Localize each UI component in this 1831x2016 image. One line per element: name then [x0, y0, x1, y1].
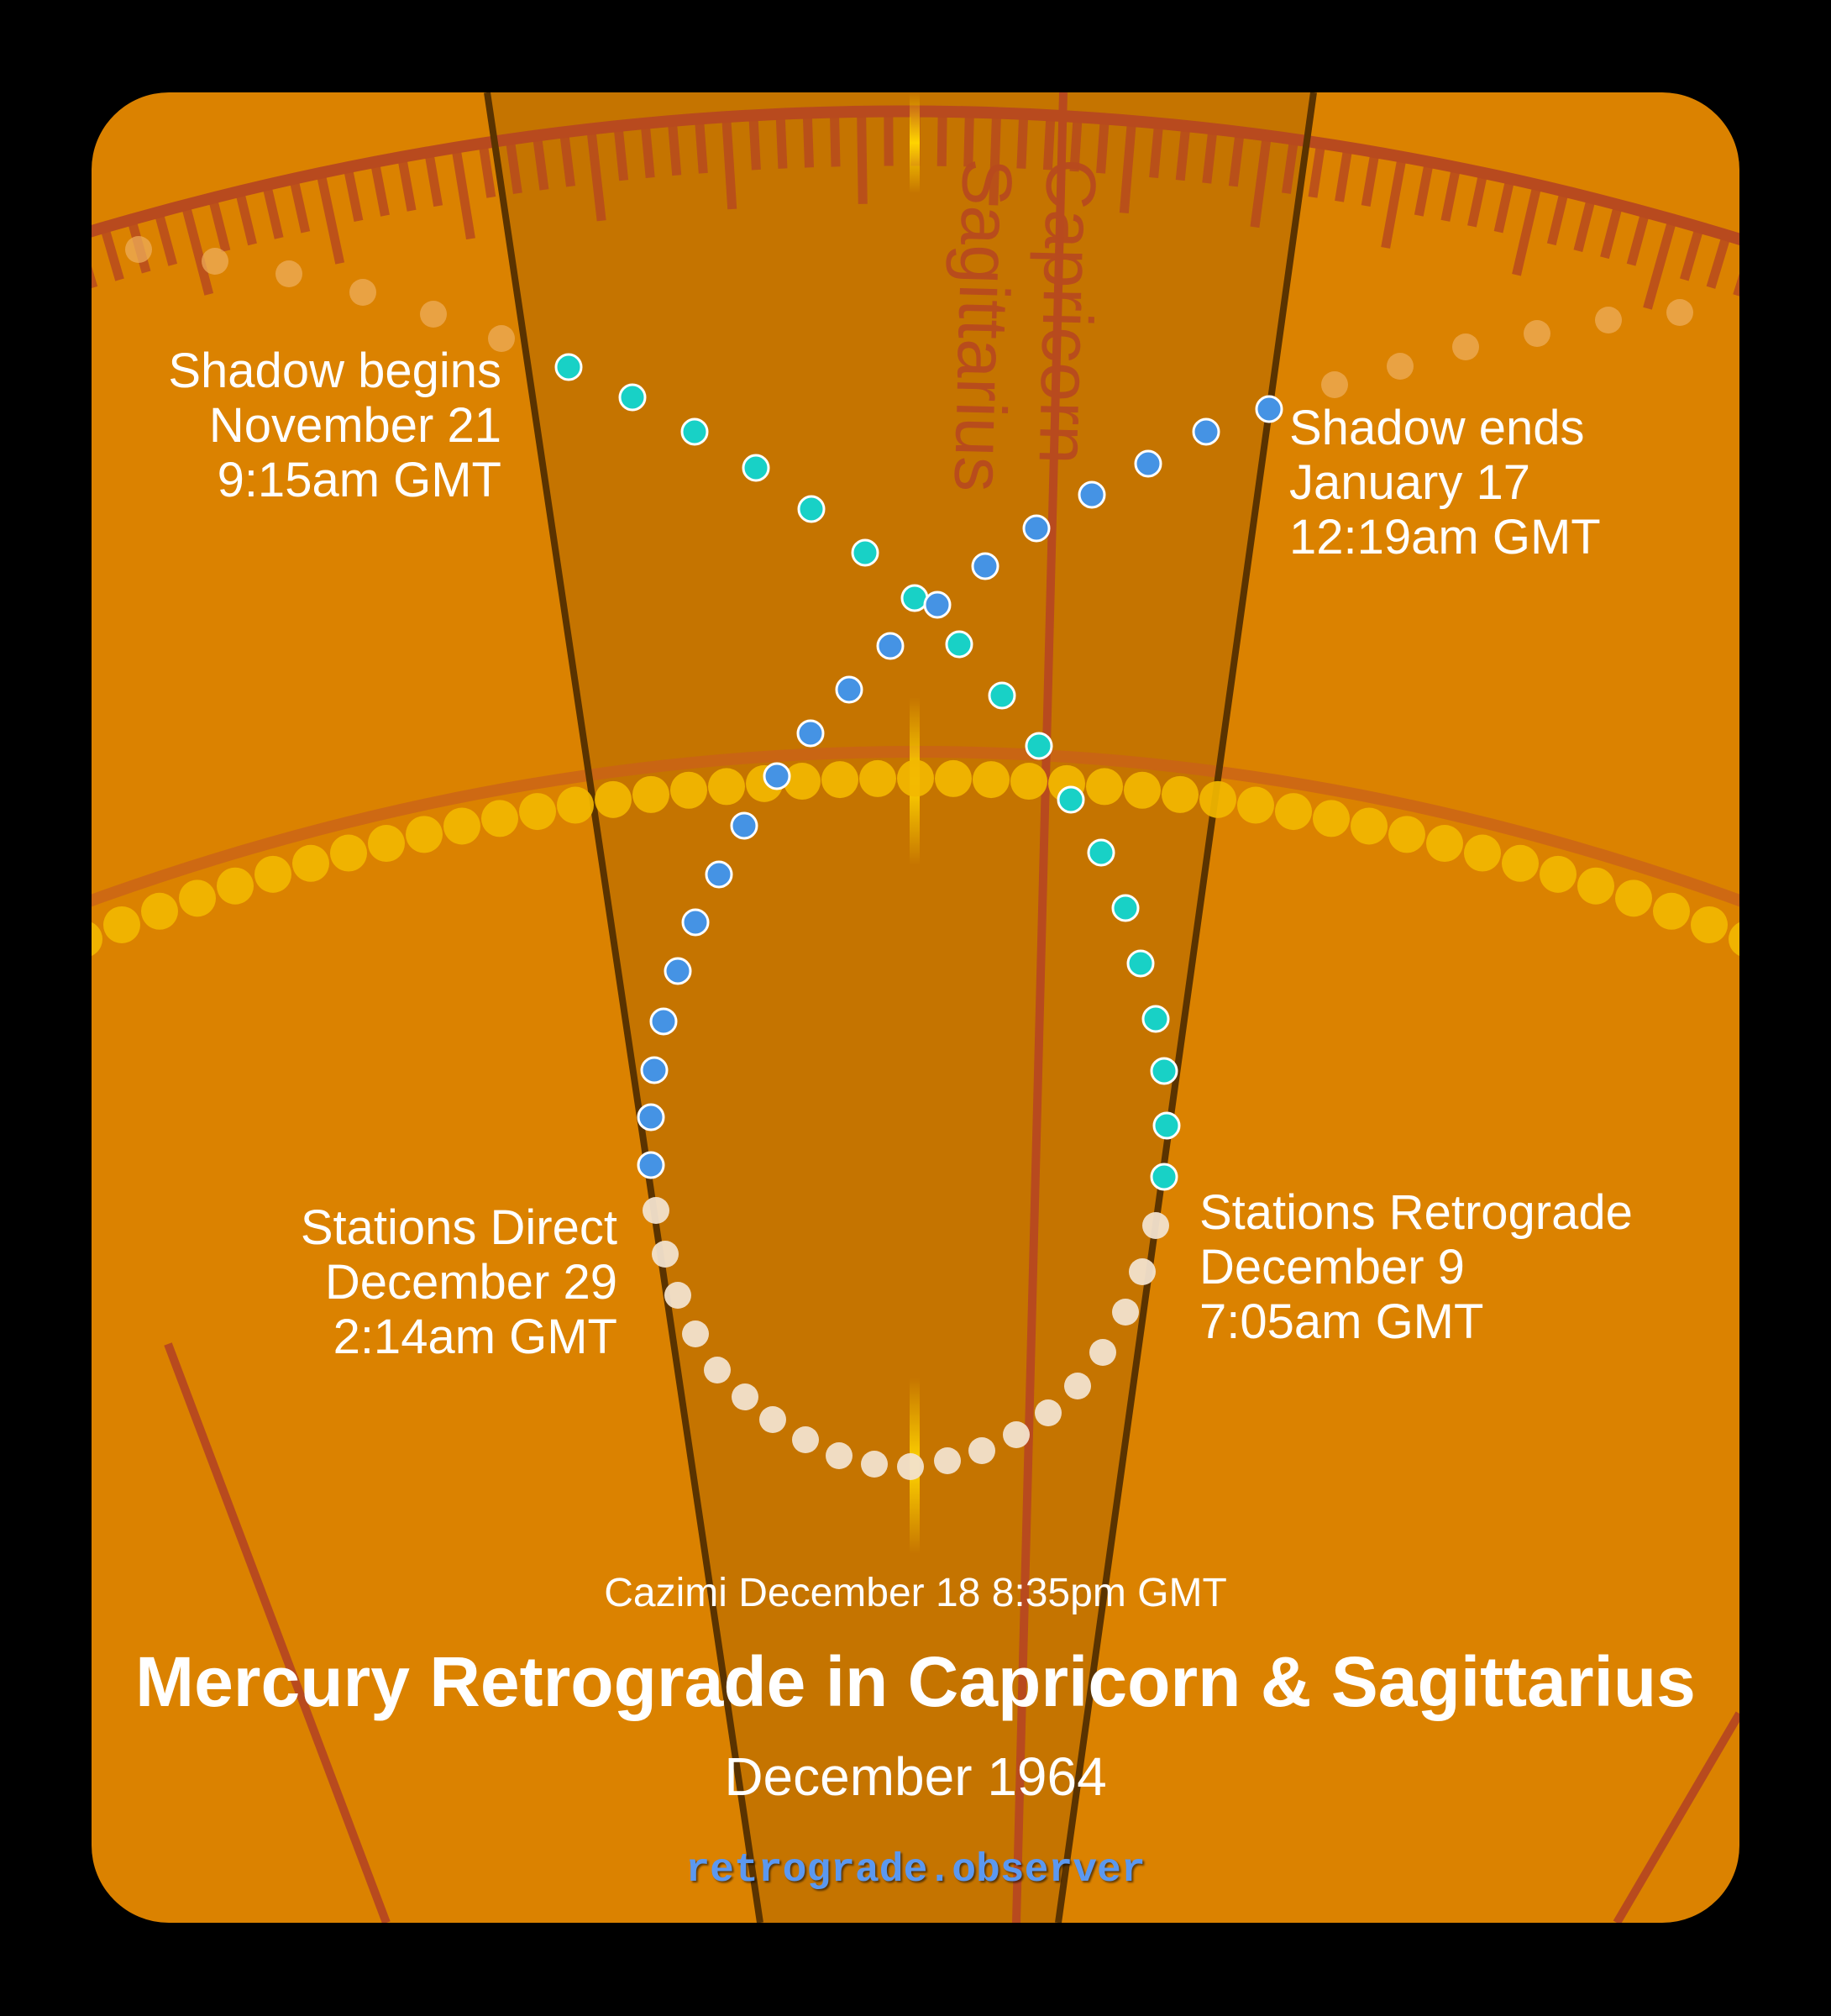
event-title: Shadow ends	[1289, 401, 1585, 455]
page-title: Mercury Retrograde in Capricorn & Sagitt…	[135, 1642, 1696, 1721]
event-title: Shadow begins	[168, 344, 501, 398]
sign-label-capricorn: Capricorn	[1024, 157, 1112, 465]
event-date: January 17	[1289, 454, 1530, 510]
cazimi-label: Cazimi December 18 8:35pm GMT	[604, 1571, 1227, 1615]
mercury-position-dots	[554, 353, 1283, 1480]
event-time: 12:19am GMT	[1289, 509, 1601, 564]
house-line-left	[164, 1342, 391, 1923]
sign-boundary-line	[1012, 92, 1068, 1923]
page-subtitle: December 1964	[724, 1746, 1107, 1807]
event-time: 2:14am GMT	[333, 1309, 617, 1364]
event-date: November 21	[208, 397, 501, 453]
sign-label-sagittarius: Sagittarius	[939, 157, 1028, 493]
event-time: 7:05am GMT	[1199, 1294, 1484, 1349]
event-date: December 9	[1199, 1239, 1465, 1294]
sun-position-dots	[92, 759, 1739, 958]
event-time: 9:15am GMT	[217, 452, 501, 507]
event-date: December 29	[324, 1254, 617, 1310]
event-title: Stations Direct	[300, 1200, 617, 1255]
site-link[interactable]: retrograde.observer	[685, 1848, 1146, 1893]
shadow-boundary-left	[484, 92, 763, 1923]
event-title: Stations Retrograde	[1199, 1185, 1633, 1240]
house-line-right	[1613, 1711, 1739, 1923]
faint-orbit-dots	[125, 236, 1693, 398]
conjunction-marker-top	[910, 92, 920, 193]
